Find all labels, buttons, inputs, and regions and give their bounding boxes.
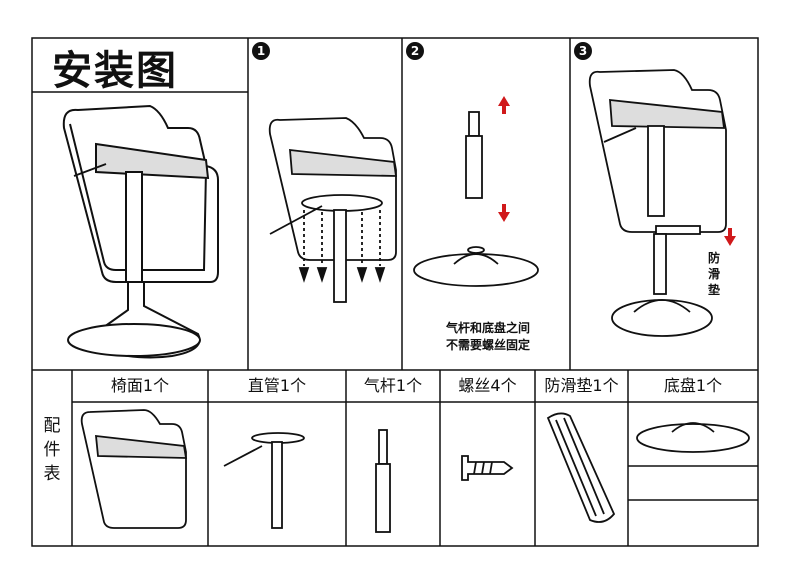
step1-illustration bbox=[268, 117, 398, 303]
part-header-tube: 直管1个 bbox=[247, 376, 307, 395]
part-header-screw: 螺丝4个 bbox=[458, 376, 517, 395]
page-title: 安装图 bbox=[52, 48, 178, 94]
part-seat-drawing bbox=[80, 409, 188, 529]
step2-note-line2: 不需要螺丝固定 bbox=[445, 338, 530, 352]
part-header-base: 底盘1个 bbox=[663, 376, 723, 395]
part-pad-drawing bbox=[546, 412, 616, 523]
part-header-seat: 椅面1个 bbox=[110, 376, 170, 395]
part-base-drawing bbox=[636, 422, 750, 453]
step3-pad-label: 防滑垫 bbox=[707, 251, 720, 297]
part-header-gaslift: 气杆1个 bbox=[363, 376, 423, 395]
step-number-3: 3 bbox=[574, 42, 592, 60]
part-gaslift-drawing bbox=[375, 429, 391, 533]
step2-illustration bbox=[413, 111, 539, 287]
step3-illustration bbox=[588, 69, 727, 337]
parts-table-label: 配件表 bbox=[43, 416, 61, 484]
step-number-2: 2 bbox=[406, 42, 424, 60]
part-screw-drawing bbox=[461, 455, 514, 481]
part-tube-drawing bbox=[223, 432, 305, 529]
step3-arrow bbox=[724, 228, 736, 246]
step2-arrows bbox=[498, 96, 510, 222]
part-header-pad: 防滑垫1个 bbox=[544, 376, 619, 395]
step2-note-line1: 气杆和底盘之间 bbox=[445, 321, 530, 335]
outer-frame bbox=[31, 37, 759, 547]
chair-illustration-main bbox=[62, 104, 219, 359]
step-number-1: 1 bbox=[252, 42, 270, 60]
